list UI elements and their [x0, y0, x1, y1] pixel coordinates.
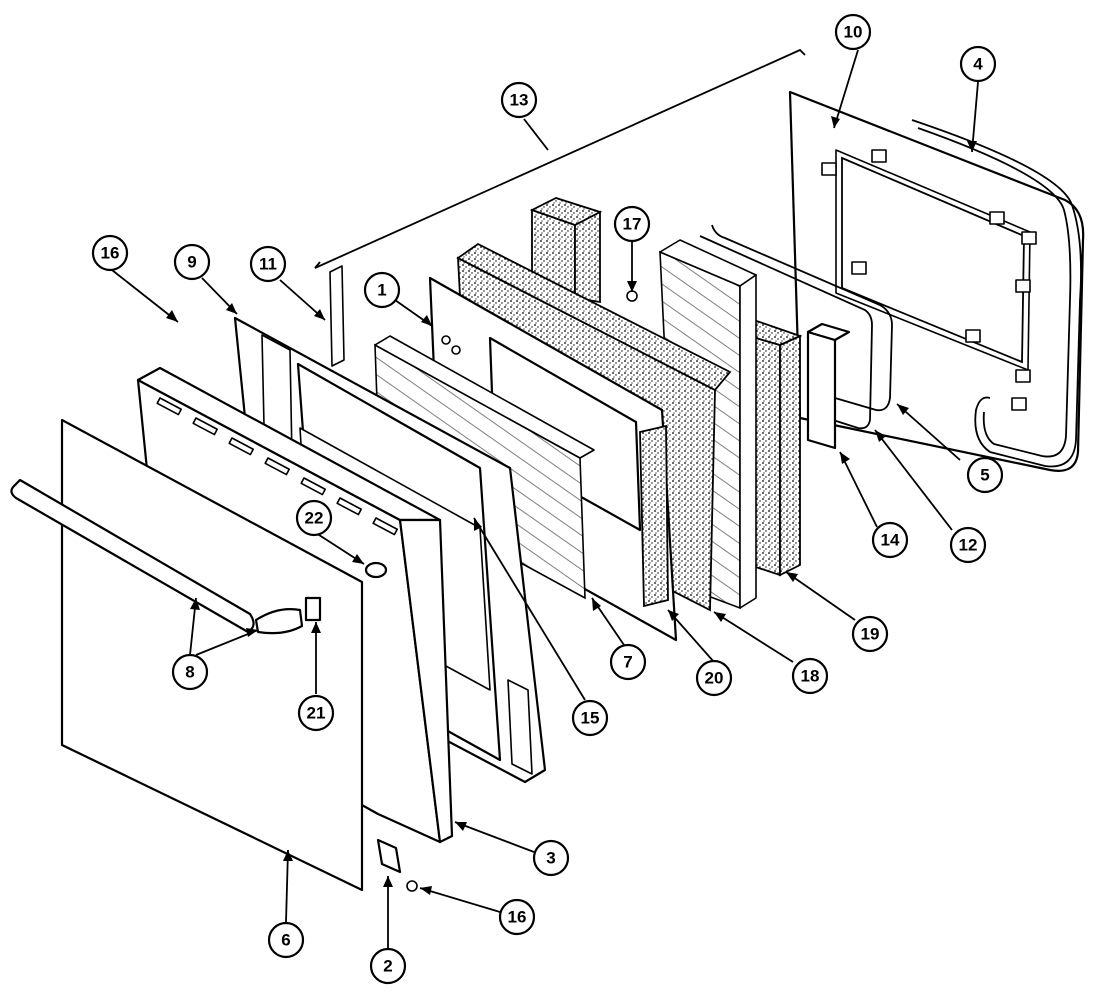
svg-text:18: 18: [801, 667, 820, 686]
callout-13: 13: [500, 81, 538, 119]
svg-text:2: 2: [383, 957, 392, 976]
vent-strip: [639, 424, 669, 608]
svg-text:21: 21: [307, 704, 326, 723]
svg-text:8: 8: [185, 663, 194, 682]
svg-text:17: 17: [623, 215, 642, 234]
callout-21: 21: [297, 694, 335, 732]
callout-3: 3: [532, 839, 570, 877]
callout-19: 19: [851, 615, 889, 653]
leader-arrowheads: [166, 116, 977, 895]
svg-text:7: 7: [623, 653, 632, 672]
front-glass-panel: [60, 418, 364, 892]
handle-bracket: [304, 596, 322, 622]
callout-17: 17: [613, 205, 651, 243]
callout-2: 2: [369, 947, 407, 985]
svg-text:15: 15: [581, 709, 600, 728]
insulation-pad-small: [806, 322, 851, 450]
svg-text:1: 1: [377, 281, 386, 300]
grommet: [364, 561, 388, 579]
callout-12: 12: [949, 526, 987, 564]
callout-7: 7: [609, 643, 647, 681]
svg-text:5: 5: [980, 466, 989, 485]
callout-11: 11: [249, 245, 287, 283]
rear-nut: [626, 290, 638, 302]
svg-text:16: 16: [508, 908, 527, 927]
callout-16-top: 16: [91, 234, 129, 272]
callout-9: 9: [173, 243, 211, 281]
svg-text:22: 22: [305, 509, 324, 528]
svg-text:14: 14: [881, 531, 900, 550]
svg-text:10: 10: [844, 23, 863, 42]
callout-4: 4: [959, 45, 997, 83]
callout-16-bottom: 16: [498, 898, 536, 936]
callout-1: 1: [363, 271, 401, 309]
callout-22: 22: [295, 499, 333, 537]
callout-6: 6: [267, 921, 305, 959]
leader-lines: [111, 48, 979, 948]
callout-5: 5: [966, 456, 1004, 494]
gasket-frame: [699, 224, 893, 430]
svg-text:3: 3: [546, 849, 555, 868]
svg-text:4: 4: [973, 55, 983, 74]
door-gasket: [911, 119, 1082, 468]
vent-slots: [156, 397, 398, 536]
svg-text:13: 13: [510, 91, 529, 110]
callout-8: 8: [171, 653, 209, 691]
svg-text:16: 16: [101, 244, 120, 263]
callout-18: 18: [791, 657, 829, 695]
svg-text:12: 12: [959, 536, 978, 555]
hinge-bracket: [329, 265, 345, 367]
svg-text:6: 6: [281, 931, 290, 950]
svg-text:19: 19: [861, 625, 880, 644]
callout-14: 14: [871, 521, 909, 559]
callout-20: 20: [695, 659, 733, 697]
svg-text:20: 20: [705, 669, 724, 688]
svg-text:11: 11: [259, 255, 277, 274]
callout-10: 10: [834, 13, 872, 51]
callout-15: 15: [571, 699, 609, 737]
inner-door-panel: [788, 90, 1085, 472]
hinge-clip: [376, 838, 402, 874]
svg-text:9: 9: [187, 253, 196, 272]
bottom-screw: [406, 880, 418, 892]
